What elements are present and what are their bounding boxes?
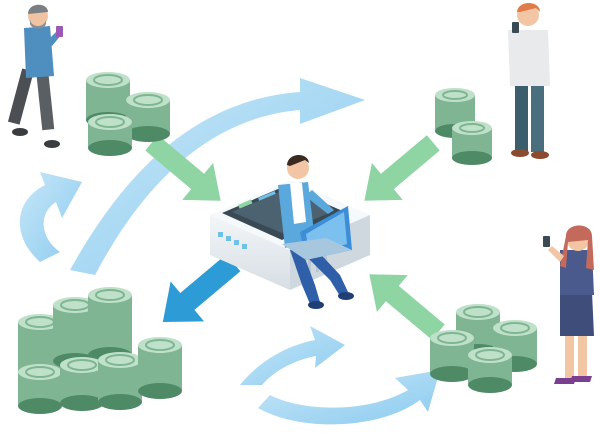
straight-arrow-icon [369,274,445,340]
coin-stack-icon [493,320,537,372]
coin-stack-icon [88,287,132,363]
smartphone-icon [543,236,550,247]
coin-stack-icon [452,121,492,165]
coin-stack-icon [18,364,62,414]
coin-stack-icon [126,92,170,142]
curved-arrow-icon [258,370,440,425]
person-icon [508,3,550,159]
smartphone-icon [512,22,519,33]
straight-arrow-icon [162,254,241,322]
straight-arrow-icon [145,135,221,201]
coin-stack-icon [430,330,474,382]
curved-arrow-icon [240,326,345,385]
person-icon [543,225,594,384]
coin-stack-icon [98,352,142,410]
smartphone-icon [56,26,63,37]
coin-stacks-top-left [86,72,170,156]
curved-arrow-icon [19,172,82,262]
coin-stacks-bottom-left [18,287,182,414]
curved-arrow-icon [70,78,365,275]
person-icon [7,4,63,148]
straight-arrow-icon [364,135,440,201]
coin-stacks-top-right [435,88,492,165]
coin-stack-icon [138,337,182,399]
coin-stacks-bottom-right [430,304,537,393]
laptop-icon [282,206,352,260]
coin-stack-icon [88,114,132,156]
coin-stack-icon [468,347,512,393]
coin-stack-icon [60,357,104,411]
